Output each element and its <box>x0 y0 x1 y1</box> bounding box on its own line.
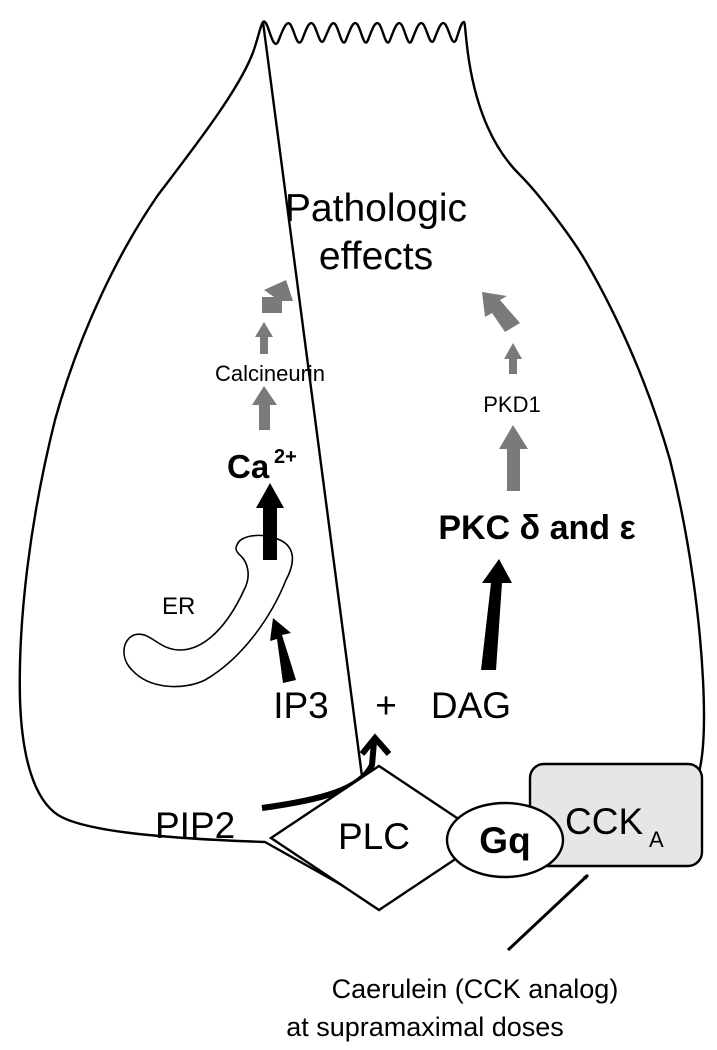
dag-label: DAG <box>431 685 511 726</box>
caerulein-line-1: Caerulein (CCK analog) <box>332 974 619 1004</box>
gray-arrow-ca-to-calcineurin <box>252 386 277 430</box>
black-arrow-dag-to-pkc <box>481 559 512 670</box>
gray-arrow-pkd1-to-effects <box>482 292 520 332</box>
gray-arrow-to-calcineurin-small <box>255 322 273 354</box>
plc-diamond <box>268 764 490 912</box>
title-line-1: Pathologic <box>285 187 467 230</box>
plc-label: PLC <box>338 816 410 857</box>
gq-label: Gq <box>479 820 530 861</box>
calcineurin-label: Calcineurin <box>215 361 325 386</box>
title-line-2: effects <box>319 235 433 278</box>
pkd1-label: PKD1 <box>483 392 540 417</box>
arrowhead-pip2-to-products <box>359 733 392 756</box>
er-organelle <box>123 534 294 688</box>
caerulein-arrow <box>506 873 590 952</box>
gq-ellipse <box>445 801 565 879</box>
cck-receptor-subscript: A <box>649 827 664 852</box>
ip3-label: IP3 <box>273 685 329 726</box>
ca-superscript: 2+ <box>274 446 297 468</box>
caerulein-line-2: at supramaximal doses <box>286 1012 564 1042</box>
cck-receptor-label: CCK <box>565 801 643 842</box>
ca-label: Ca <box>227 448 270 485</box>
black-arrow-er-to-ca <box>256 483 284 560</box>
gray-arrow-to-pkd1-small <box>504 343 522 374</box>
gray-arrow-calcineurin-to-effects <box>262 280 293 313</box>
pkc-label: PKC δ and ε <box>438 509 635 547</box>
black-arrow-ip3-to-er <box>270 618 296 683</box>
plus-sign: + <box>375 685 397 726</box>
gray-arrow-pkc-to-pkd1 <box>499 425 528 491</box>
er-label: ER <box>162 593 195 620</box>
black-arrow-pip2-to-products <box>261 741 377 811</box>
pip2-label: PIP2 <box>155 805 235 846</box>
